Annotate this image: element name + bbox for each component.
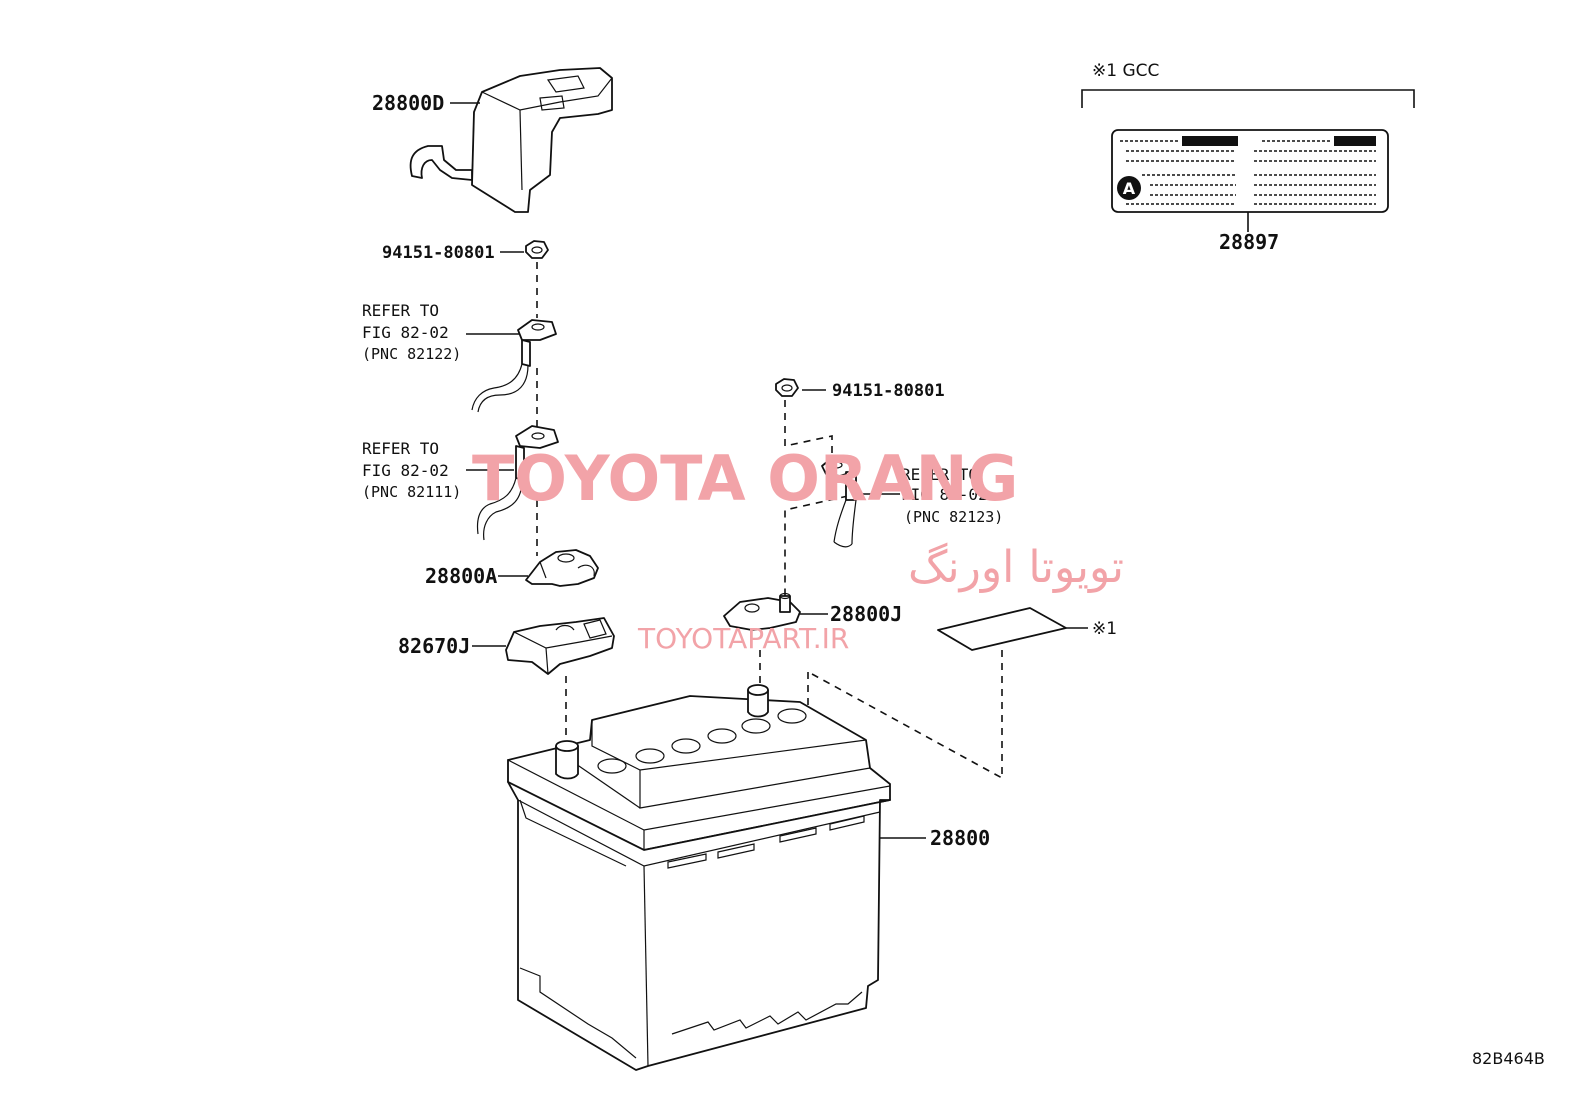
refer-3-line1: REFER TO <box>901 465 978 484</box>
nut-94151-right[interactable] <box>775 378 799 397</box>
refer-1-line3: (PNC 82122) <box>362 345 461 363</box>
terminal-clamp-28800A[interactable] <box>525 549 599 587</box>
battery-28800[interactable] <box>507 684 891 1071</box>
harness-terminal-82123[interactable] <box>821 455 857 548</box>
callout-28800A: 28800A <box>425 564 497 588</box>
callout-28800J: 28800J <box>830 602 902 626</box>
gcc-note: ※1 GCC <box>1092 61 1159 81</box>
watermark-brand: TOYOTA ORANG <box>472 442 1018 515</box>
callout-note-ref-1: ※1 <box>1092 619 1117 639</box>
caution-label-28897[interactable]: A <box>1111 129 1389 213</box>
harness-terminal-82122[interactable] <box>471 319 557 413</box>
nut-94151-top[interactable] <box>525 240 549 259</box>
refer-1-line1: REFER TO <box>362 301 439 320</box>
refer-2-line1: REFER TO <box>362 439 439 458</box>
refer-2-line3: (PNC 82111) <box>362 483 461 501</box>
callout-82670J: 82670J <box>398 634 470 658</box>
callout-28897: 28897 <box>1219 230 1279 254</box>
watermark-brand-fa: تویوتا اورنگ <box>908 542 1124 593</box>
refer-3-line2: FIG 82-02 <box>901 485 988 504</box>
refer-3-line3: (PNC 82123) <box>904 508 1003 526</box>
caution-label-sticker[interactable] <box>937 607 1067 651</box>
callout-28800: 28800 <box>930 826 990 850</box>
diagram-code: 82B464B <box>1472 1049 1545 1068</box>
label-mark-a: A <box>1123 179 1136 198</box>
terminal-cover-28800D[interactable] <box>409 67 613 213</box>
terminal-clamp-28800J[interactable] <box>723 592 801 631</box>
callout-94151-right: 94151-80801 <box>832 381 945 401</box>
refer-2-line2: FIG 82-02 <box>362 461 449 480</box>
terminal-holder-82670J[interactable] <box>505 617 615 675</box>
callout-28800D: 28800D <box>372 91 444 115</box>
refer-1-line2: FIG 82-02 <box>362 323 449 342</box>
callout-94151-top: 94151-80801 <box>382 243 495 263</box>
harness-terminal-82111[interactable] <box>476 425 559 541</box>
watermark-url: TOYOTAPART.IR <box>637 622 849 655</box>
